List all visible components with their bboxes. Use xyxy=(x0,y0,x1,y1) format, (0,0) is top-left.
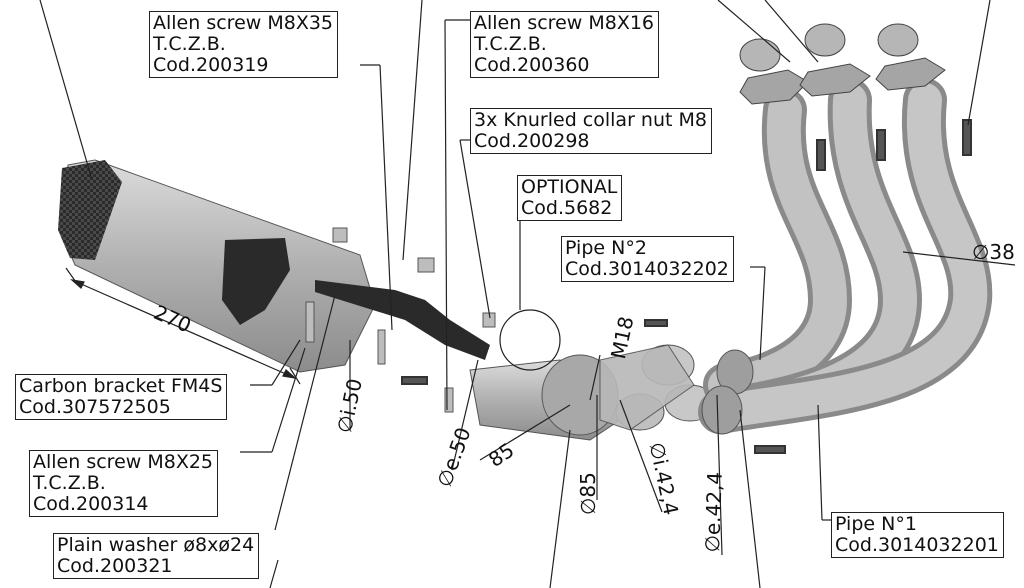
label-line: T.C.Z.B. xyxy=(474,33,547,55)
label-line: Cod.3014032202 xyxy=(565,258,729,280)
label-allen-m8x25: Allen screw M8X25 T.C.Z.B. Cod.200314 xyxy=(29,450,219,517)
label-line: Cod.200321 xyxy=(57,555,173,577)
label-line: OPTIONAL xyxy=(521,176,618,198)
gasket-2 xyxy=(804,23,846,57)
spring-1 xyxy=(816,139,826,171)
carbon-bracket-strap xyxy=(222,238,290,325)
label-line: 3x Knurled collar nut M8 xyxy=(474,109,707,131)
label-carbon-bracket: Carbon bracket FM4S Cod.307572505 xyxy=(15,374,228,420)
spring-3 xyxy=(962,119,972,156)
springs xyxy=(401,119,972,454)
bolt-1 xyxy=(305,301,315,343)
label-optional: OPTIONAL Cod.5682 xyxy=(517,175,623,221)
dim-85-b: ∅85 xyxy=(576,472,600,515)
label-line: Cod.200360 xyxy=(474,54,590,76)
label-line: Cod.200314 xyxy=(33,493,149,515)
label-line: Pipe N°1 xyxy=(835,513,917,535)
label-line: Pipe N°2 xyxy=(565,237,647,259)
flanges xyxy=(739,23,946,105)
label-line: Cod.307572505 xyxy=(19,396,171,418)
nut-2 xyxy=(417,257,435,273)
label-line: Plain washer ø8xø24 xyxy=(57,534,255,556)
label-knurled-nut: 3x Knurled collar nut M8 Cod.200298 xyxy=(470,108,712,154)
hardware xyxy=(305,227,561,413)
gasket-1 xyxy=(739,38,781,72)
bolt-3 xyxy=(444,387,454,413)
label-line: Cod.3014032201 xyxy=(835,534,999,556)
label-allen-m8x35: Allen screw M8X35 T.C.Z.B. Cod.200319 xyxy=(149,11,339,78)
bolt-2 xyxy=(377,329,386,365)
label-pipe2: Pipe N°2 Cod.3014032202 xyxy=(561,236,734,282)
leader-lines xyxy=(39,0,991,588)
label-line: Cod.200319 xyxy=(153,54,269,76)
label-line: Allen screw M8X25 xyxy=(33,451,214,473)
muffler xyxy=(58,159,376,373)
label-line: Allen screw M8X35 xyxy=(153,12,334,34)
dimension-lines xyxy=(65,251,1016,556)
header-pipes xyxy=(698,78,993,434)
dim-e424: ∅e.42,4 xyxy=(700,471,727,553)
spring-5 xyxy=(401,376,428,385)
label-line: Cod.200298 xyxy=(474,130,590,152)
spring-4 xyxy=(644,319,668,327)
label-line: Carbon bracket FM4S xyxy=(19,375,223,397)
label-plain-washer: Plain washer ø8xø24 Cod.200321 xyxy=(53,533,260,579)
pipe1-outlet xyxy=(701,385,743,435)
gasket-3 xyxy=(877,23,919,57)
label-pipe1: Pipe N°1 Cod.3014032201 xyxy=(831,512,1004,558)
spring-6 xyxy=(754,445,786,454)
label-line: Cod.5682 xyxy=(521,197,613,219)
optional-circle xyxy=(499,309,561,371)
nut-1 xyxy=(332,227,348,243)
label-line: Allen screw M8X16 xyxy=(474,12,655,34)
carbon-end-cap xyxy=(58,160,122,260)
label-line: T.C.Z.B. xyxy=(153,33,226,55)
label-allen-m8x16: Allen screw M8X16 T.C.Z.B. Cod.200360 xyxy=(470,11,660,78)
spring-2 xyxy=(876,129,886,161)
dim-38: ∅38 xyxy=(972,240,1015,264)
label-line: T.C.Z.B. xyxy=(33,472,106,494)
